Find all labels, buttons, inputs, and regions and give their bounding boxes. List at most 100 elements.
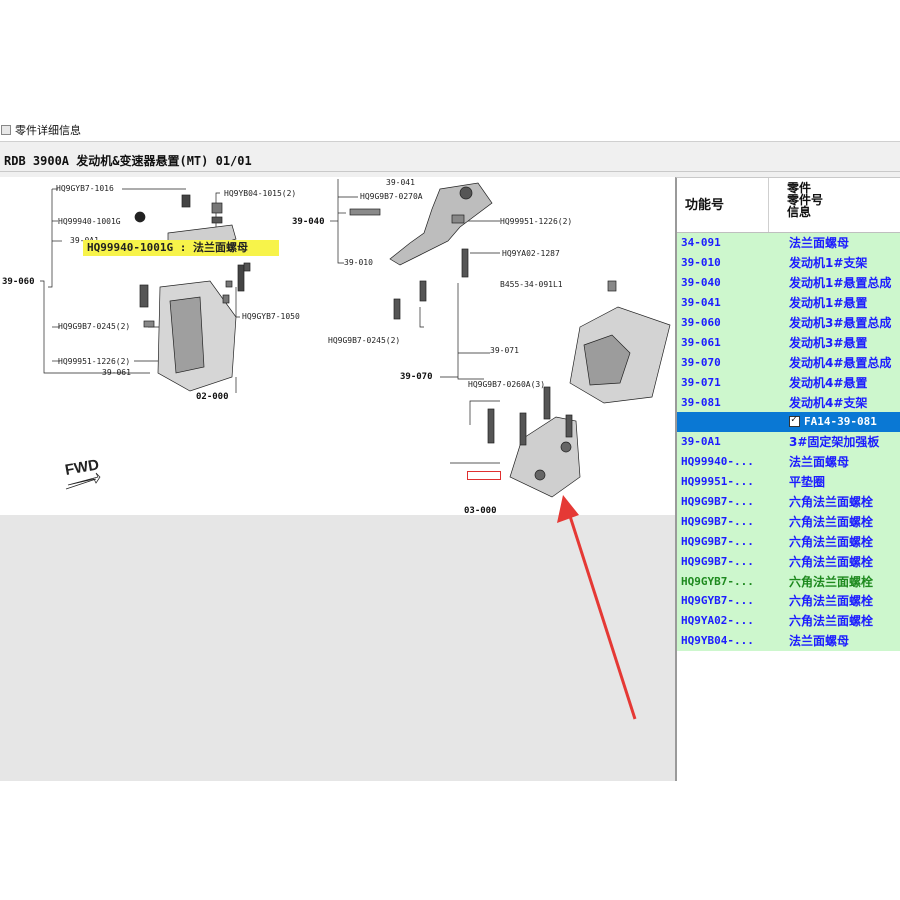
fwd-label: FWD [64,456,101,479]
parts-list-header: 功能号 零件 零件号 信息 [677,178,900,233]
row-name: 六角法兰面螺栓 [789,495,874,510]
row-name: FA14-39-081 [789,415,900,428]
row-code: 39-040 [681,276,721,290]
callout-label: HQ9G9B7-0245(2) [58,322,130,331]
row-name: 发动机4#悬置 [789,375,868,390]
row-name: 法兰面螺母 [789,634,850,649]
row-name: 3#固定架加强板 [789,435,880,450]
checkbox[interactable] [789,415,800,428]
callout-label: 39-060 [2,277,35,287]
list-item[interactable]: HQ9GYB7-... 六角法兰面螺栓 [677,571,900,592]
row-code: HQ9GYB7-... [681,574,754,588]
bottom-area [0,781,900,900]
list-item[interactable]: HQ9G9B7-... 六角法兰面螺栓 [677,511,900,532]
row-name: 六角法兰面螺栓 [789,534,874,549]
callout-label: HQ99940-1001G [58,217,121,226]
list-item[interactable]: HQ9G9B7-... 六角法兰面螺栓 [677,551,900,572]
list-item[interactable]: 34-091 法兰面螺母 [677,233,900,253]
list-item[interactable]: HQ9G9B7-... 六角法兰面螺栓 [677,531,900,552]
row-code: 39-070 [681,355,721,369]
row-name: 平垫圈 [789,475,826,490]
list-item[interactable]: 39-071 发动机4#悬置 [677,372,900,393]
list-item[interactable]: 39-041 发动机1#悬置 [677,292,900,313]
row-name: 六角法兰面螺栓 [789,574,874,589]
list-item[interactable]: 39-061 发动机3#悬置 [677,332,900,353]
callout-label: HQ9G9B7-0260A(3) [468,380,545,389]
callout-label: 39-070 [400,372,433,382]
row-part-number: FA14-39-081 [804,415,877,429]
list-item[interactable]: 39-070 发动机4#悬置总成 [677,352,900,373]
selected-part-marker[interactable] [467,471,501,480]
row-code: 39-010 [681,256,721,270]
row-code: HQ9G9B7-... [681,514,754,528]
callout-label: 39-040 [292,217,325,227]
empty-area [0,515,675,781]
row-name: 发动机3#悬置 [789,335,868,350]
callout-label: HQ9G9B7-0270A [360,192,423,201]
row-code: 39-081 [681,395,721,409]
callout-label: 39-041 [386,178,415,187]
list-item[interactable]: HQ99940-... 法兰面螺母 [677,451,900,472]
row-name: 六角法兰面螺栓 [789,614,874,629]
row-name: 法兰面螺母 [789,236,850,251]
row-name: 法兰面螺母 [789,455,850,470]
row-code: HQ99951-... [681,475,754,489]
list-item[interactable]: 39-081 发动机4#支架 [677,392,900,413]
row-name: 发动机4#悬置总成 [789,355,892,370]
list-item-selected[interactable]: FA14-39-081 [677,412,900,432]
row-name: 六角法兰面螺栓 [789,554,874,569]
header-code[interactable]: 功能号 [677,178,769,232]
row-code: 39-060 [681,316,721,329]
list-item[interactable]: HQ9G9B7-... 六角法兰面螺栓 [677,491,900,512]
window-title-bar: 零件详细信息 [0,119,900,141]
list-item[interactable]: HQ9GYB7-... 六角法兰面螺栓 [677,591,900,611]
row-code: 34-091 [681,236,721,250]
row-code: 39-0A1 [681,435,721,449]
callout-label: HQ9GYB7-1016 [56,184,114,193]
row-code: HQ9G9B7-... [681,554,754,568]
parts-list: 34-091 法兰面螺母 39-010 发动机1#支架 39-040 发动机1#悬置总… [677,233,900,651]
callout-label: B455-34-091L1 [500,280,563,289]
callout-label: 03-000 [464,506,497,515]
row-code: HQ99940-... [681,455,754,469]
row-code: 39-041 [681,296,721,310]
list-item[interactable]: 39-0A1 3#固定架加强板 [677,431,900,452]
list-item[interactable]: HQ9YB04-... 法兰面螺母 [677,630,900,651]
callout-label: 02-000 [196,392,229,402]
row-name: 发动机3#悬置总成 [789,316,892,330]
callout-label: HQ9YB04-1015(2) [224,189,296,198]
window-title: 零件详细信息 [15,124,81,137]
parts-list-panel: 功能号 零件 零件号 信息 34-091 法兰面螺母 39-010 发动机1#支架 … [675,177,900,781]
red-arrow-annotation [557,495,637,720]
app-icon [1,125,11,135]
list-item[interactable]: 39-040 发动机1#悬置总成 [677,272,900,293]
row-code: HQ9YB04-... [681,634,754,648]
callout-label: HQ99951-1226(2) [58,357,130,366]
callout-label: 39-071 [490,346,519,355]
callout-label: HQ99951-1226(2) [500,217,572,226]
callout-label: 39-010 [344,258,373,267]
row-name: 发动机4#支架 [789,395,868,410]
list-item[interactable]: 39-060 发动机3#悬置总成 [677,312,900,333]
callout-label: HQ9G9B7-0245(2) [328,336,400,345]
row-code: HQ9GYB7-... [681,594,754,608]
callout-label: HQ9GYB7-1050 [242,312,300,321]
list-item[interactable]: HQ9YA02-...六角法兰面螺栓 [677,610,900,631]
row-name: 发动机1#悬置 [789,296,868,311]
list-item[interactable]: 39-010 发动机1#支架 [677,252,900,273]
row-name: 发动机1#悬置总成 [789,276,892,291]
row-code: HQ9G9B7-... [681,495,754,509]
callout-label: 39-061 [102,368,131,377]
row-name: 六角法兰面螺栓 [789,594,874,609]
part-tooltip: HQ99940-1001G : 法兰面螺母 [83,240,279,256]
callout-label: HQ9YA02-1287 [502,249,560,258]
row-name: 六角法兰面螺栓 [789,514,874,529]
header-info[interactable]: 零件 零件号 信息 [787,181,824,219]
list-item[interactable]: HQ99951-... 平垫圈 [677,471,900,492]
row-code: 39-061 [681,335,721,349]
row-name: 发动机1#支架 [789,256,868,271]
exploded-diagram[interactable]: HQ9GYB7-1016 HQ99940-1001G 39-0A1 HQ9YB0… [0,177,672,516]
diagram-title: RDB 3900A 发动机&变速器悬置(MT) 01/01 [0,150,900,172]
row-code: HQ9G9B7-... [681,534,754,548]
row-code: 39-071 [681,375,721,389]
